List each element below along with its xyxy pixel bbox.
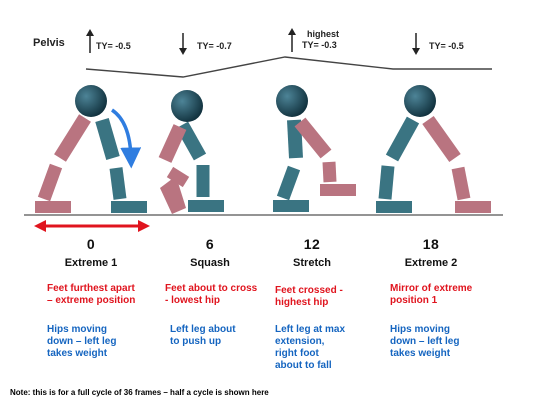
head: [404, 85, 436, 117]
head: [171, 90, 203, 122]
frame-name-6: Squash: [190, 257, 230, 269]
down-arrow-icon: [179, 33, 187, 55]
head: [75, 85, 107, 117]
frame-18-description: Mirror of extreme position 1: [390, 283, 473, 306]
down-arrow-icon: [412, 33, 420, 55]
figure-frame-0: [35, 85, 147, 213]
frame-6-description: Feet about to cross - lowest hip: [165, 283, 258, 306]
stride-arrow-icon: [34, 220, 150, 232]
up-arrow-icon: [86, 29, 94, 53]
frame-0-note: Hips moving down – left leg takes weight: [47, 324, 117, 359]
frame-6-note: Left leg about to push up: [170, 324, 236, 347]
ty-label-frame-12: TY= -0.3: [302, 40, 337, 50]
frame-12-note: Left leg at max extension, right foot ab…: [275, 324, 346, 371]
ty-label-frame-6: TY= -0.7: [197, 41, 232, 51]
frame-number-18: 18: [422, 236, 440, 252]
ty-label-frame-0: TY= -0.5: [96, 41, 131, 51]
frame-name-0: Extreme 1: [64, 257, 118, 269]
motion-arrow-icon: [110, 108, 142, 169]
frame-name-12: Stretch: [293, 257, 331, 269]
frame-0-description: Feet furthest apart – extreme position: [47, 283, 136, 306]
head: [276, 85, 308, 117]
frame-18-note: Hips moving down – left leg takes weight: [390, 324, 460, 359]
pelvis-height-line: [85, 56, 492, 78]
frame-number-0: 0: [86, 236, 96, 252]
figure-frame-6: [158, 90, 224, 214]
figure-frame-12: [273, 85, 356, 212]
up-arrow-icon: [288, 28, 296, 52]
frame-number-6: 6: [205, 236, 215, 252]
frame-12-description: Feet crossed - highest hip: [275, 285, 343, 308]
figure-frame-18: [376, 85, 491, 213]
pelvis-label: Pelvis: [33, 37, 65, 49]
frame-number-12: 12: [303, 236, 321, 252]
ty-label-frame-18: TY= -0.5: [429, 41, 464, 51]
frame-name-18: Extreme 2: [404, 257, 458, 269]
highest-label: highest: [307, 29, 340, 39]
footnote: Note: this is for a full cycle of 36 fra…: [10, 388, 269, 397]
